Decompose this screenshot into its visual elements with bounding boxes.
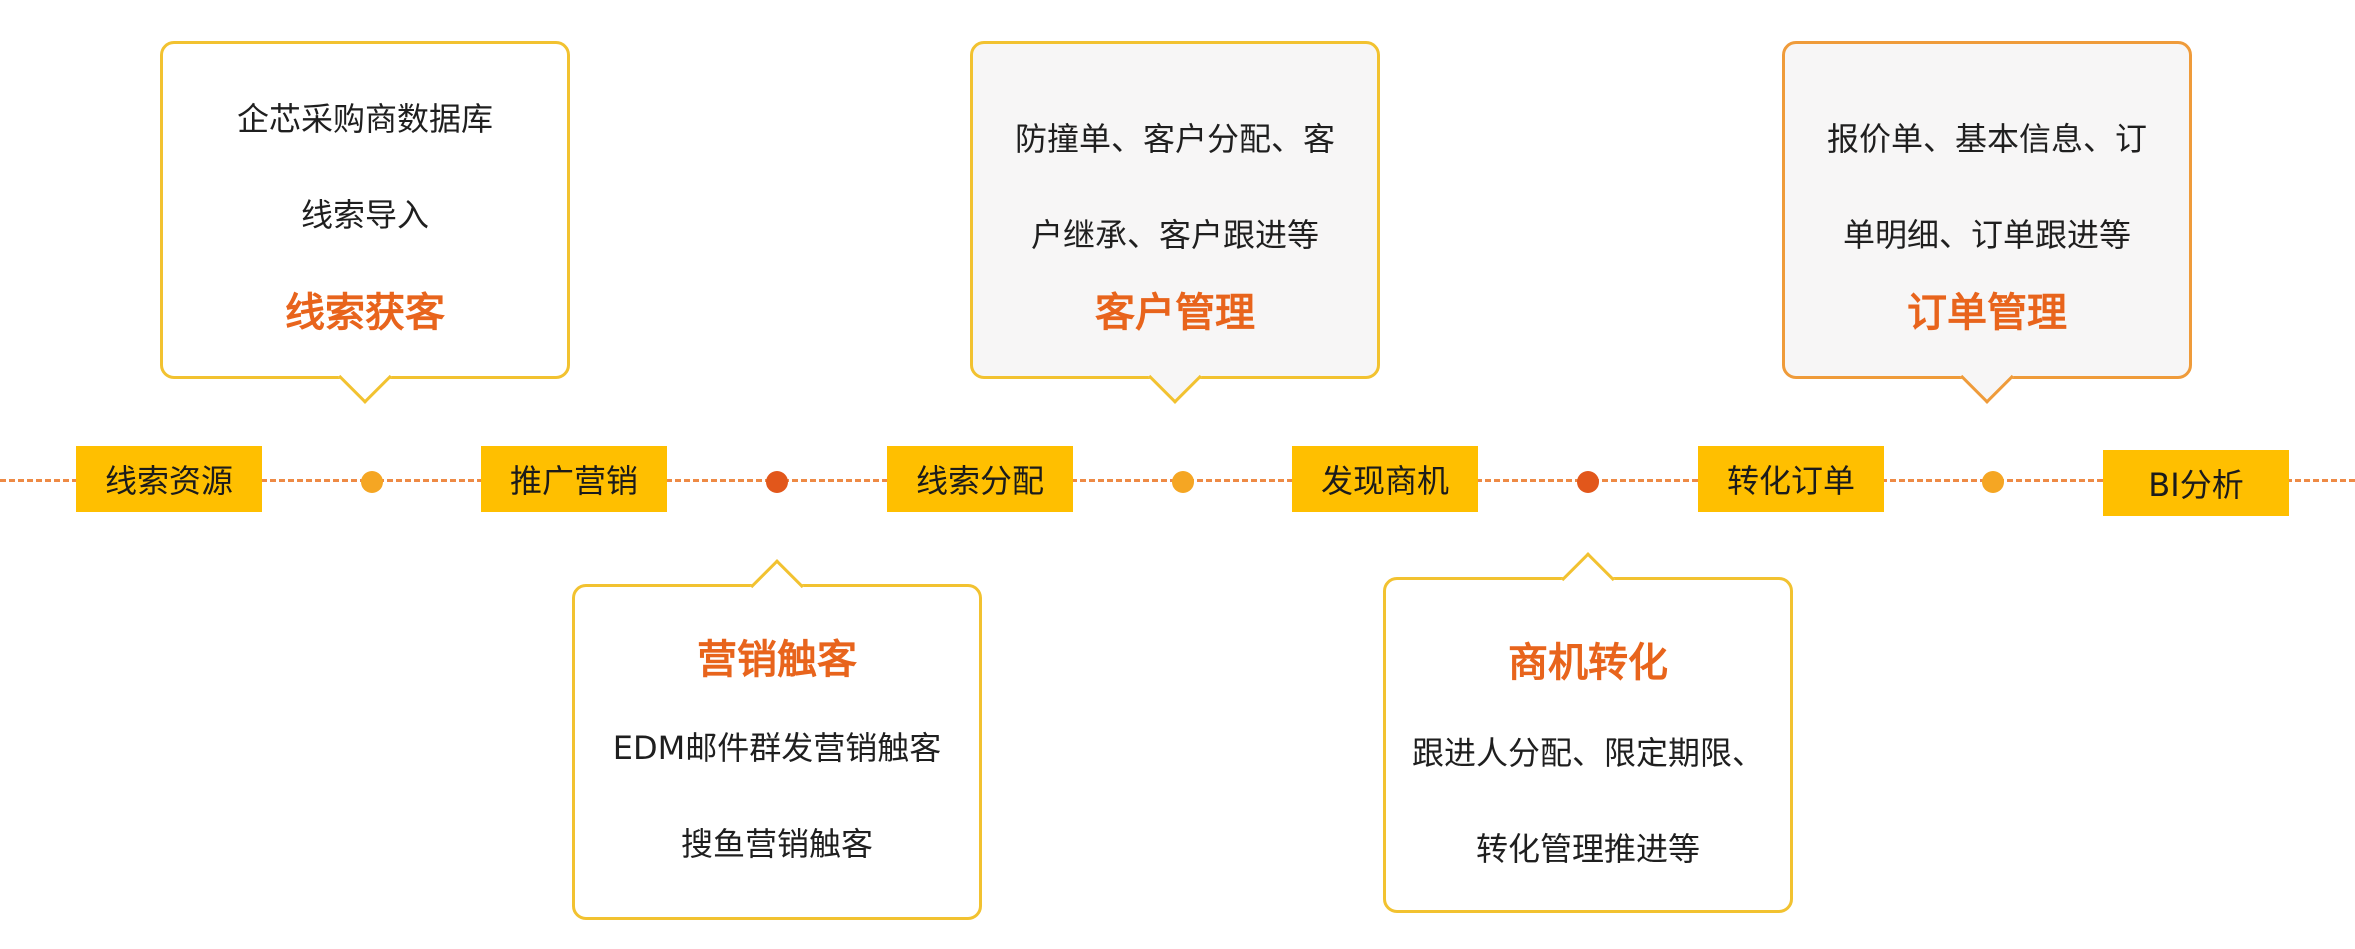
callout-title: 订单管理	[1907, 290, 2067, 336]
callout-line: 企芯采购商数据库	[236, 100, 493, 138]
stage-promotion-marketing: 推广营销	[481, 446, 667, 512]
callout-line: 报价单、基本信息、订	[1826, 120, 2147, 158]
callout-customer-management: 防撞单、客户分配、客 户继承、客户跟进等 客户管理	[970, 41, 1380, 404]
callout-pointer	[750, 559, 804, 613]
stage-lead-allocation: 线索分配	[887, 446, 1073, 512]
callout-line: 单明细、订单跟进等	[1842, 216, 2131, 254]
callout-title: 商机转化	[1508, 640, 1668, 686]
callout-title: 营销触客	[697, 637, 857, 683]
callout-line: 转化管理推进等	[1475, 830, 1700, 868]
timeline-dot	[1982, 471, 2004, 493]
timeline-dot	[766, 471, 788, 493]
callout-pointer	[338, 350, 392, 404]
timeline-dot	[361, 471, 383, 493]
callout-marketing-outreach: 营销触客 EDM邮件群发营销触客 搜鱼营销触客	[572, 559, 982, 920]
timeline-dot	[1577, 471, 1599, 493]
stage-find-opportunity: 发现商机	[1292, 446, 1478, 512]
callout-order-management: 报价单、基本信息、订 单明细、订单跟进等 订单管理	[1782, 41, 2192, 404]
callout-pointer	[1561, 552, 1615, 606]
callout-opportunity-conversion: 商机转化 跟进人分配、限定期限、 转化管理推进等	[1383, 552, 1793, 913]
callout-line: 搜鱼营销触客	[680, 825, 873, 863]
stage-convert-order: 转化订单	[1698, 446, 1884, 512]
callout-title: 线索获客	[285, 290, 445, 336]
callout-line: 户继承、客户跟进等	[1030, 216, 1319, 254]
callout-pointer	[1960, 350, 2014, 404]
timeline-dot	[1172, 471, 1194, 493]
callout-line: EDM邮件群发营销触客	[612, 729, 942, 767]
callout-line: 防撞单、客户分配、客	[1014, 120, 1335, 158]
callout-line: 线索导入	[300, 196, 429, 234]
callout-pointer	[1148, 350, 1202, 404]
stage-lead-resources: 线索资源	[76, 446, 262, 512]
callout-title: 客户管理	[1095, 290, 1255, 336]
stage-bi-analysis: BI分析	[2103, 450, 2289, 516]
callout-line: 跟进人分配、限定期限、	[1411, 734, 1764, 772]
callout-lead-acquisition: 企芯采购商数据库 线索导入 线索获客	[160, 41, 570, 404]
